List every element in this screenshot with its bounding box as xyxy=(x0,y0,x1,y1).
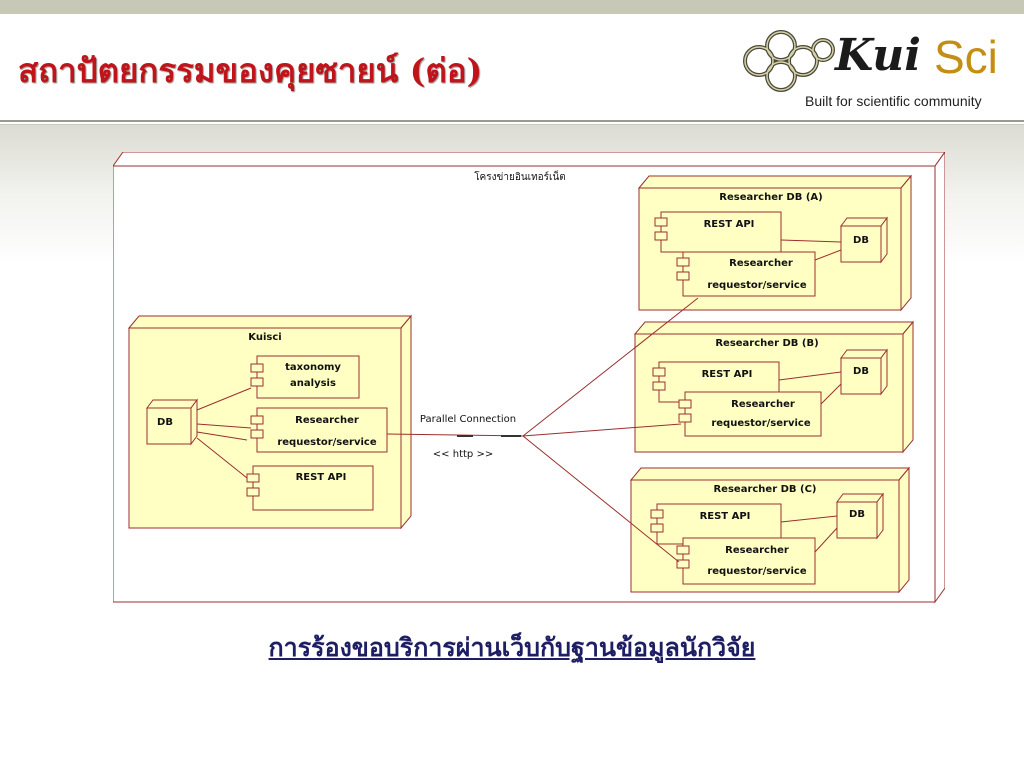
protocol-label: << http >> xyxy=(433,449,493,460)
kuisci-researcher-component: Researcher requestor/service xyxy=(250,407,388,453)
taxonomy-label-1: taxonomy xyxy=(285,362,341,373)
kuisci-researcher-label-2: requestor/service xyxy=(277,437,377,448)
header-divider-thin xyxy=(0,124,1024,125)
researcher-db-a-db: DB xyxy=(853,235,869,246)
slide-caption: การร้องขอบริการผ่านเว็บกับฐานข้อมูลนักวิ… xyxy=(268,633,756,662)
researcher-db-c-researcher-2: requestor/service xyxy=(707,566,807,577)
researcher-db-c-label: Researcher DB (C) xyxy=(713,484,816,495)
deployment-diagram: โครงข่ายอินเทอร์เน็ต Kuisci DB taxonomy … xyxy=(113,152,945,604)
kuisci-researcher-label-1: Researcher xyxy=(295,415,359,426)
connection-label: Parallel Connection xyxy=(420,414,516,425)
kuisci-db-label: DB xyxy=(157,417,173,428)
kuisci-rest-api-label: REST API xyxy=(296,472,347,483)
taxonomy-component: taxonomy analysis xyxy=(250,355,360,399)
researcher-db-a-rest-api: REST API xyxy=(704,219,755,230)
logo-knot-icon xyxy=(743,30,835,92)
researcher-db-a-node: Researcher DB (A) REST API Researcher re… xyxy=(637,174,913,312)
researcher-db-b-node: Researcher DB (B) REST API Researcher re… xyxy=(633,320,915,454)
researcher-db-c-researcher-1: Researcher xyxy=(725,545,789,556)
researcher-db-b-researcher-1: Researcher xyxy=(731,399,795,410)
researcher-db-c-node: Researcher DB (C) REST API Researcher re… xyxy=(629,466,911,594)
researcher-db-b-rest-api: REST API xyxy=(702,369,753,380)
slide-header xyxy=(0,14,1024,120)
kuisci-node-label: Kuisci xyxy=(248,332,281,343)
kuisci-rest-api-component: REST API xyxy=(246,465,374,511)
kuisci-logo: Kui Sci Built for scientific community xyxy=(737,26,1017,112)
logo-tagline: Built for scientific community xyxy=(805,93,982,109)
slide-title: สถาปัตยกรรมของคุยซายน์ (ต่อ) xyxy=(18,51,483,90)
taxonomy-label-2: analysis xyxy=(290,378,336,389)
researcher-db-b-db: DB xyxy=(853,366,869,377)
top-stripe xyxy=(0,0,1024,14)
internet-label: โครงข่ายอินเทอร์เน็ต xyxy=(474,169,566,183)
network-connections xyxy=(386,297,699,563)
logo-sci: Sci xyxy=(934,31,998,83)
researcher-db-c-rest-api: REST API xyxy=(700,511,751,522)
researcher-db-a-researcher-2: requestor/service xyxy=(707,280,807,291)
researcher-db-b-researcher-2: requestor/service xyxy=(711,418,811,429)
header-divider xyxy=(0,120,1024,122)
researcher-db-a-label: Researcher DB (A) xyxy=(719,192,822,203)
logo-word: Kui xyxy=(835,30,921,81)
kuisci-node: Kuisci DB taxonomy analysis Researcher r… xyxy=(127,314,413,530)
researcher-db-a-researcher-1: Researcher xyxy=(729,258,793,269)
kuisci-db: DB xyxy=(146,398,198,446)
researcher-db-c-db: DB xyxy=(849,509,865,520)
researcher-db-b-label: Researcher DB (B) xyxy=(715,338,818,349)
